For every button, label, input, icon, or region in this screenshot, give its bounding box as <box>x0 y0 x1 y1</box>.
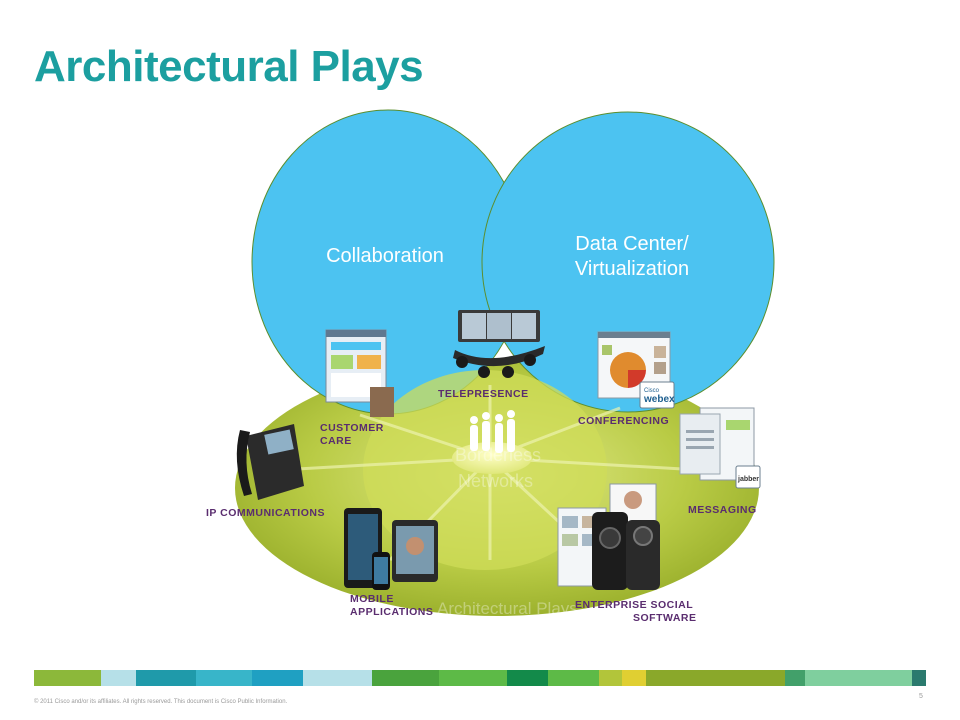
color-bar-segment <box>645 670 785 686</box>
color-bar-segment <box>506 670 549 686</box>
messaging-label: MESSAGING <box>688 504 757 516</box>
center-label-line2: Networks <box>458 471 533 491</box>
collaboration-label: Collaboration <box>326 245 444 267</box>
enterprise-social-label-line1: ENTERPRISE SOCIAL <box>575 599 693 611</box>
color-bar-segment <box>622 670 646 686</box>
slide-title: Architectural Plays <box>34 42 424 91</box>
color-bar-segment <box>135 670 197 686</box>
people-group-icon <box>470 410 515 453</box>
mobile-devices-icon <box>344 508 438 590</box>
jabber-logo: jabber <box>737 476 759 483</box>
footer-copyright: © 2011 Cisco and/or its affiliates. All … <box>34 699 288 705</box>
page-number: 5 <box>919 693 923 700</box>
datacenter-label-line1: Data Center/ <box>575 233 689 255</box>
datacenter-label-line2: Virtualization <box>575 258 689 280</box>
color-bar-segment <box>912 670 926 686</box>
color-bar-segment <box>101 670 136 686</box>
color-bar-segment <box>784 670 806 686</box>
enterprise-social-label-line2: SOFTWARE <box>633 612 697 624</box>
customer-care-label-line2: CARE <box>320 435 352 447</box>
enterprise-social-icon <box>557 483 660 590</box>
messaging-jabber-icon: jabber <box>679 407 761 489</box>
ip-communications-label: IP COMMUNICATIONS <box>206 507 325 519</box>
telepresence-label: TELEPRESENCE <box>438 388 529 400</box>
color-bar-segment <box>251 670 303 686</box>
conferencing-webex-icon: Cisco webex <box>597 331 675 409</box>
color-bar-segment <box>372 670 440 686</box>
conferencing-label: CONFERENCING <box>578 415 669 427</box>
footer-color-bar <box>34 670 926 686</box>
ip-phone-icon <box>236 424 304 500</box>
customer-care-icon <box>325 329 394 417</box>
color-bar-segment <box>805 670 912 686</box>
color-bar-segment <box>599 670 623 686</box>
mobile-applications-label-line2: APPLICATIONS <box>350 606 433 618</box>
color-bar-segment <box>548 670 600 686</box>
architecture-diagram: Borderless Networks Architectural Plays … <box>206 109 775 624</box>
color-bar-segment <box>302 670 373 686</box>
customer-care-label-line1: CUSTOMER <box>320 422 384 434</box>
mobile-applications-label-line1: MOBILE <box>350 593 394 605</box>
webex-logo-line1: Cisco <box>644 388 660 394</box>
color-bar-segment <box>439 670 507 686</box>
telepresence-room-icon <box>453 310 545 378</box>
datacenter-bubble <box>481 111 775 413</box>
color-bar-segment <box>34 670 102 686</box>
color-bar-segment <box>196 670 252 686</box>
base-label: Architectural Plays <box>437 599 578 618</box>
webex-logo-line2: webex <box>643 394 675 405</box>
